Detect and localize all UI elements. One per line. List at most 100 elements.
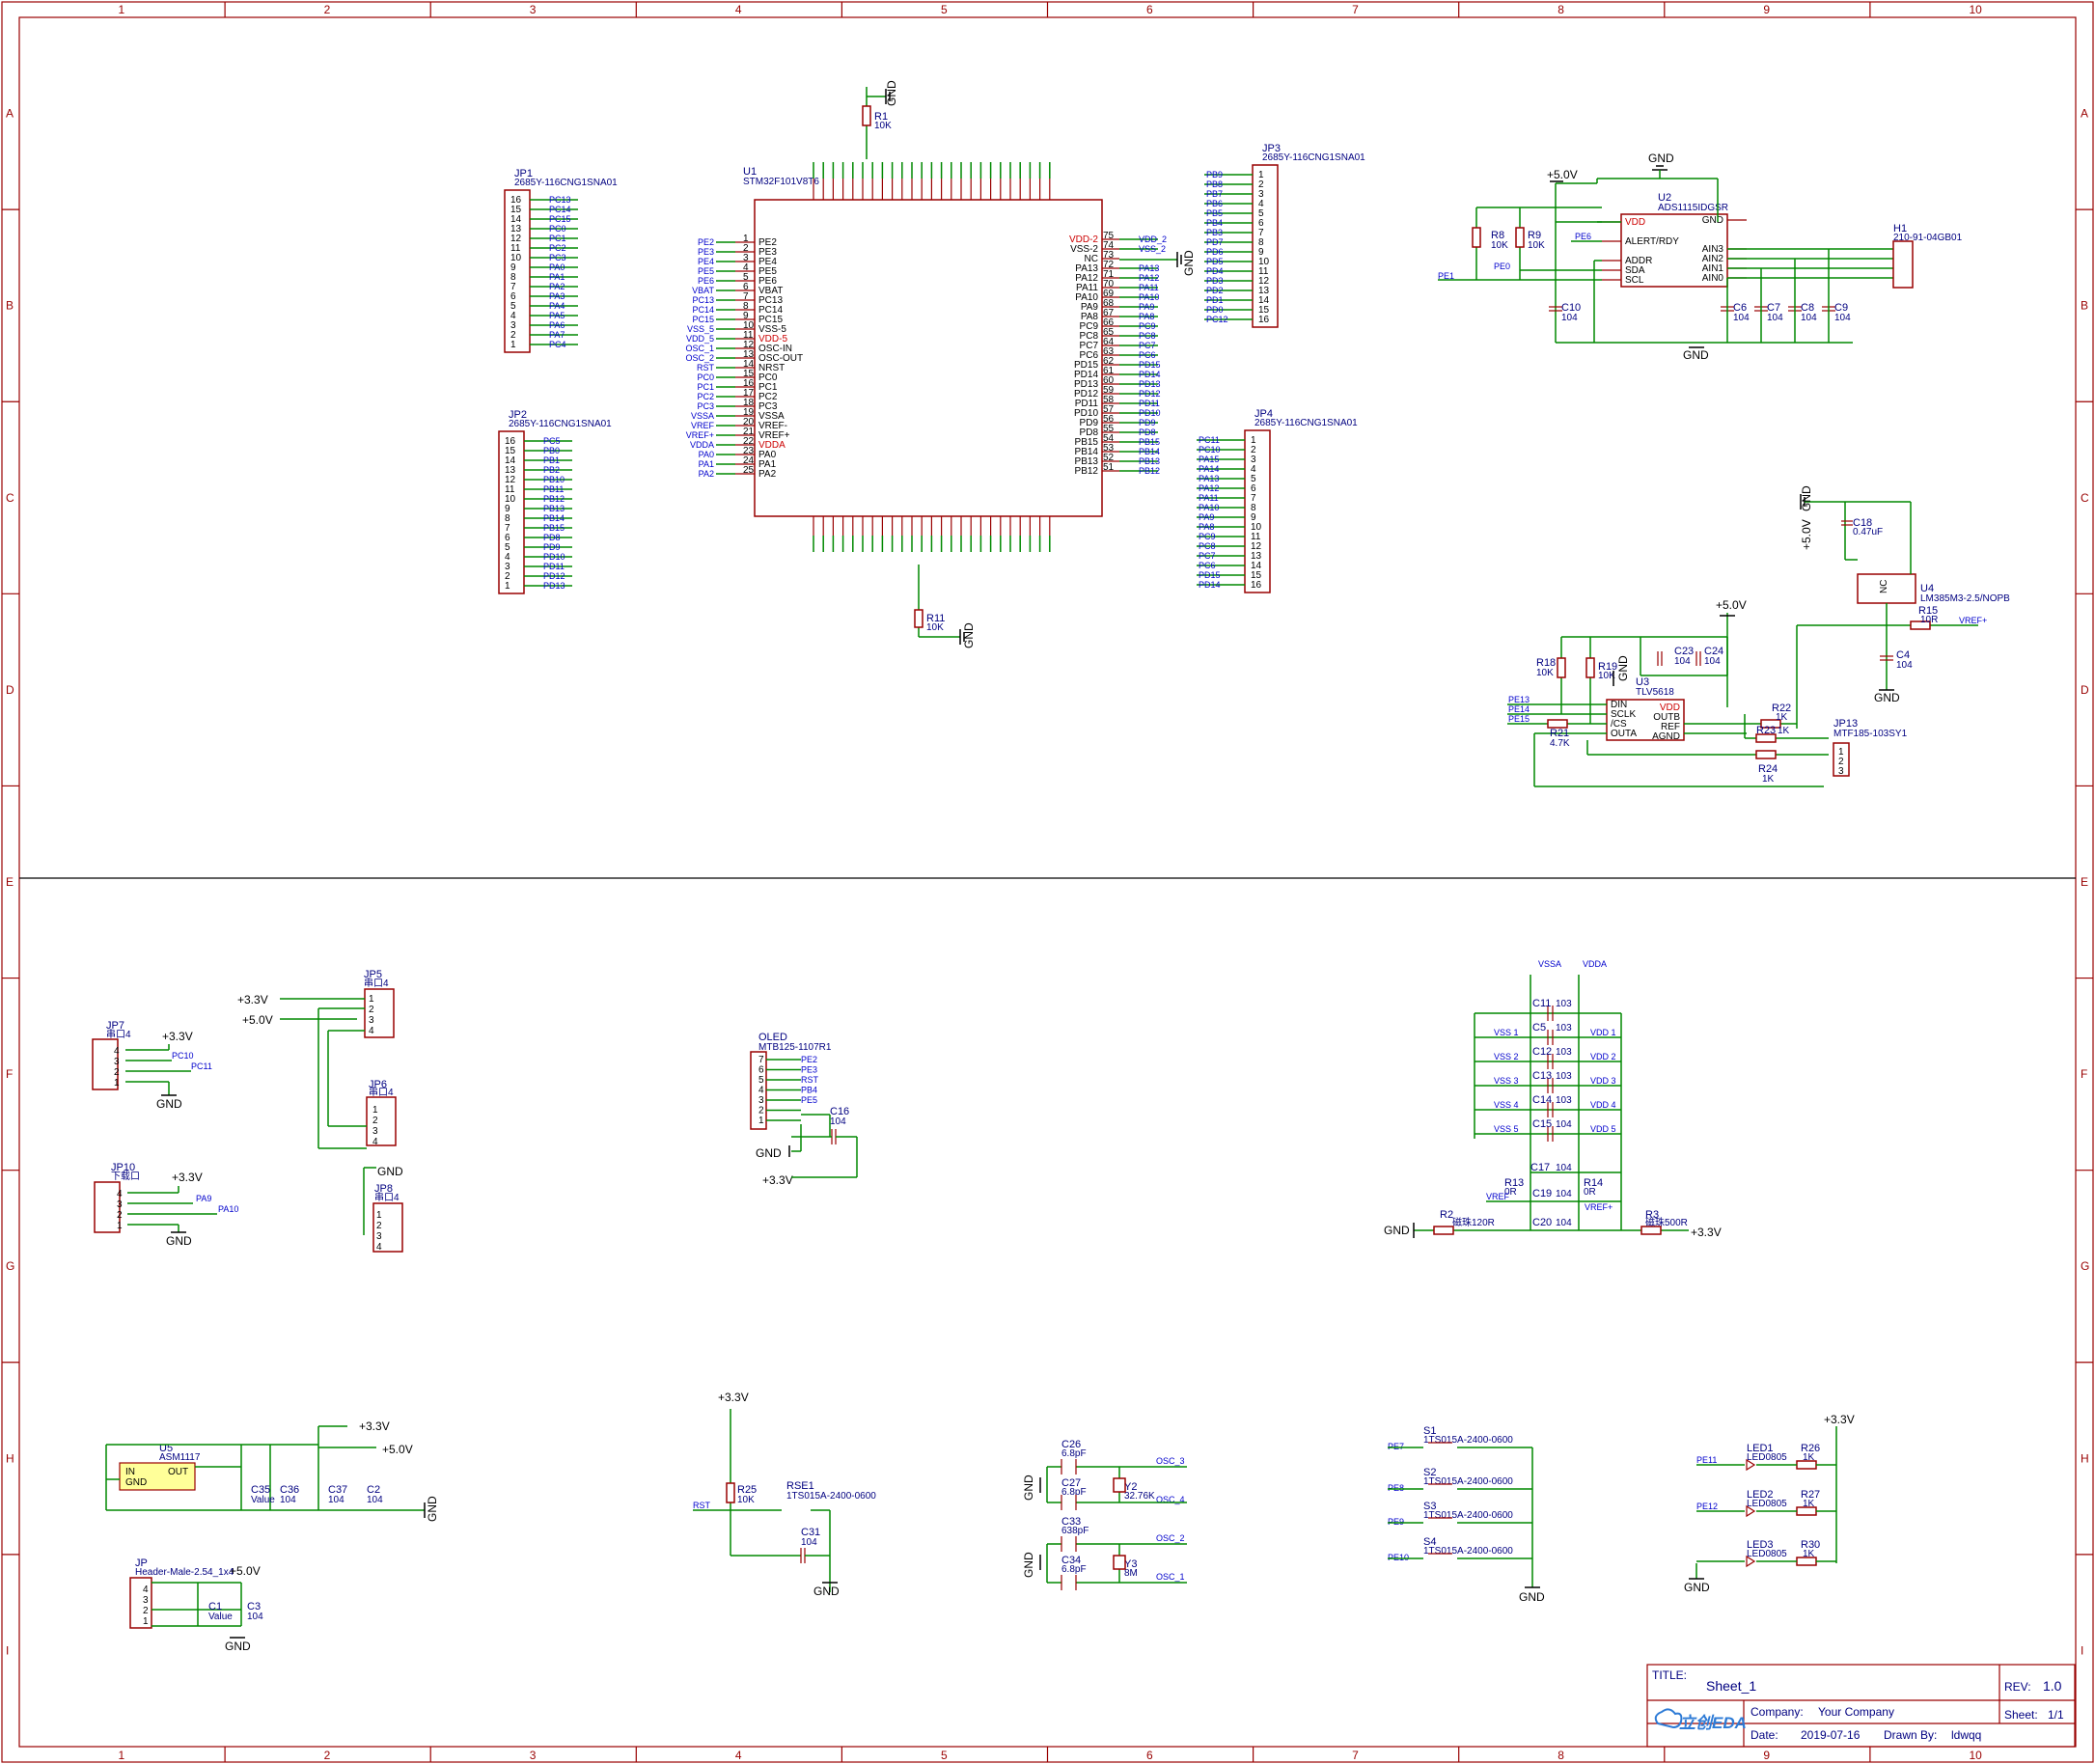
adc-ads1115[interactable]: U2 ADS1115IDGSR VDDALERT/RDYADDRSDASCLGN… (1438, 152, 1963, 362)
u2-pin-label: AIN3 (1702, 244, 1724, 255)
vdd-net-label: VDD 5 (1590, 1124, 1616, 1134)
mcu-net-label: PE5 (698, 266, 714, 276)
led-res-value: 1K (1803, 1499, 1815, 1509)
mcu-pin-number: 15 (743, 369, 755, 379)
mcu-pin-number: 25 (743, 465, 755, 476)
svg-text:RSE1: RSE1 (786, 1480, 814, 1492)
mcu-pin-number: 24 (743, 455, 755, 466)
svg-text:串口4: 串口4 (369, 1087, 394, 1098)
title-label: TITLE: (1652, 1668, 1687, 1682)
jp7-gnd-label: GND (156, 1097, 182, 1111)
header-pin-number: 14 (1258, 295, 1270, 306)
svg-text:R19: R19 (1598, 661, 1617, 673)
svg-text:2: 2 (143, 1606, 149, 1616)
header-net-label: PB14 (543, 513, 565, 523)
button-part: 1TS015A-2400-0600 (1423, 1510, 1513, 1521)
user-buttons[interactable]: GND S11TS015A-2400-0600PE7S21TS015A-2400… (1388, 1425, 1545, 1604)
vss-net-label: VSS 2 (1494, 1052, 1519, 1061)
mcu-pin-label: PE4 (758, 257, 777, 267)
mcu-net-label: PC9 (1139, 321, 1156, 331)
svg-text:Y2: Y2 (1124, 1481, 1137, 1493)
dac-tlv5618[interactable]: U3 TLV5618 DINSCLK/CSOUTAVDDOUTBREFAGND … (1507, 598, 1908, 787)
cap-value: 104 (1733, 313, 1750, 323)
svg-text:1K: 1K (1778, 726, 1790, 736)
header-pin-number: 2 (1251, 445, 1256, 455)
cap-ref: C12 (1532, 1046, 1552, 1058)
mcu-pin-number: 61 (1103, 366, 1115, 376)
mcu-pin-number: 67 (1103, 308, 1115, 318)
col-tick-bottom: 4 (735, 1749, 742, 1762)
mcu-net-label: PB13 (1139, 456, 1160, 466)
header-net-label: PB8 (1206, 179, 1223, 189)
header-pin-number: 2 (1258, 179, 1264, 190)
col-tick-top: 10 (1969, 3, 1982, 16)
mcu-u1[interactable]: U1 STM32F101V8T6 PE21PE2PE32PE3PE43PE4PE… (685, 162, 1167, 552)
svg-text:638pF: 638pF (1061, 1526, 1089, 1536)
mcu-net-label: VREF (691, 421, 715, 430)
mcu-net-label: PD14 (1139, 370, 1161, 379)
u3-pin-label: OUTA (1611, 729, 1637, 739)
header-jp3[interactable]: JP32685Y-116CNG1SNA011PB92PB83PB74PB65PB… (1204, 143, 1365, 328)
svg-text:1: 1 (369, 994, 374, 1005)
mcu-net-label: PA2 (699, 469, 714, 479)
mcu-net-label: PA1 (699, 459, 714, 469)
jp8-gnd-label: GND (377, 1165, 403, 1178)
header-pin-number: 5 (1251, 474, 1256, 484)
mcu-pin-label: VSS-2 (1070, 244, 1098, 255)
mcu-net-label: PD13 (1139, 379, 1161, 389)
row-tick-right: A (2081, 107, 2088, 121)
row-tick-right: F (2081, 1067, 2087, 1081)
svg-text:1K: 1K (1776, 712, 1788, 723)
u2-pin-label: AIN0 (1702, 273, 1724, 284)
mcu-pin-number: 51 (1103, 462, 1115, 473)
svg-text:1: 1 (117, 1221, 123, 1231)
status-leds[interactable]: +3.3V GND LED1LED0805R261KPE11LED2LED080… (1684, 1413, 1855, 1594)
header-pin-number: 8 (510, 272, 516, 283)
header-pin-number: 13 (1258, 286, 1270, 296)
mcu-net-label: PA12 (1139, 273, 1159, 283)
mcu-pin-number: 55 (1103, 424, 1115, 434)
logo-text: 立创EDA (1679, 1714, 1747, 1732)
mcu-net-label: PB12 (1139, 466, 1160, 476)
svg-text:串口4: 串口4 (106, 1029, 131, 1040)
header-net-label: PD2 (1206, 286, 1224, 295)
oled-net-label: PB4 (801, 1086, 817, 1095)
col-tick-top: 8 (1557, 3, 1564, 16)
mcu-pin-number: 66 (1103, 317, 1115, 328)
svg-text:R2: R2 (1440, 1209, 1453, 1221)
header-jp4[interactable]: JP42685Y-116CNG1SNA011PC112PC103PA154PA1… (1197, 408, 1358, 593)
u3-gnd-label: GND (1616, 655, 1630, 681)
svg-text:1: 1 (1838, 747, 1844, 758)
header-pin-number: 1 (1258, 170, 1264, 180)
mcu-pin-label: PD10 (1074, 408, 1098, 419)
cap-value: 104 (1801, 313, 1817, 323)
svg-text:10K: 10K (926, 622, 944, 633)
svg-text:OSC_4: OSC_4 (1156, 1495, 1185, 1504)
svg-text:104: 104 (247, 1612, 263, 1622)
svg-text:C36: C36 (280, 1484, 299, 1496)
jp13-ref: JP13 (1833, 718, 1858, 730)
svg-text:PE15: PE15 (1508, 714, 1530, 724)
svg-text:C37: C37 (328, 1484, 347, 1496)
header-pin-number: 12 (510, 234, 522, 244)
header-net-label: PA6 (549, 320, 565, 330)
u5-gnd-label: GND (426, 1496, 439, 1522)
svg-text:RST: RST (693, 1501, 711, 1510)
company-label: Company: (1750, 1705, 1804, 1719)
mcu-net-label: VBAT (692, 286, 714, 295)
row-tick-left: I (6, 1643, 9, 1657)
header-pin-number: 5 (510, 301, 516, 312)
